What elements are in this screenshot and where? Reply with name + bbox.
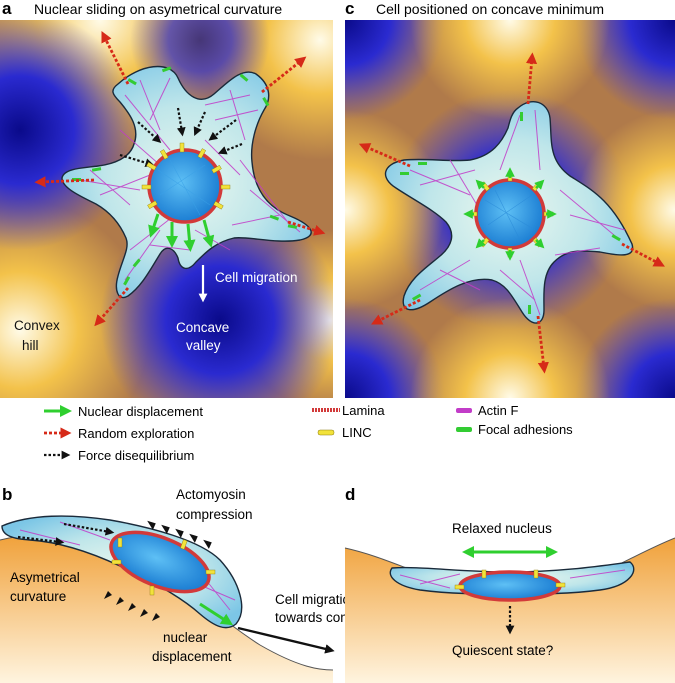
legend-focal: Focal adhesions xyxy=(478,422,573,437)
legend-nuclear-displacement: Nuclear displacement xyxy=(78,404,203,419)
quiescent-label: Quiescent state? xyxy=(452,643,553,658)
panel-d-letter: d xyxy=(345,485,355,504)
panel-c-title: Cell positioned on concave minimum xyxy=(376,1,604,17)
nucleus-d xyxy=(458,570,562,602)
legend-actin: Actin F xyxy=(478,403,519,418)
panel-a: a Nuclear sliding on asymetrical curvatu… xyxy=(0,0,333,398)
concave-label-1: Concave xyxy=(176,320,229,335)
balanced-green-arrows-c xyxy=(463,167,557,261)
panel-a-letter: a xyxy=(2,0,12,18)
actomyosin-label-1: Actomyosin xyxy=(176,487,246,502)
legend-linc: LINC xyxy=(342,425,372,440)
linc-a xyxy=(141,142,231,210)
nucleus-b xyxy=(109,530,211,594)
nuclear-displacement-arrows-a xyxy=(148,213,215,252)
panel-b-letter: b xyxy=(2,485,12,504)
panel-b: b Actomyosin compression xyxy=(0,485,376,683)
asym-label-2: curvature xyxy=(10,589,66,604)
concave-label-2: valley xyxy=(186,338,221,353)
nuclear-label-2: displacement xyxy=(152,649,232,664)
legend-lamina: Lamina xyxy=(342,403,385,418)
legend-random-exploration: Random exploration xyxy=(78,426,194,441)
panel-c-letter: c xyxy=(345,0,354,18)
actomyosin-label-2: compression xyxy=(176,507,253,522)
compression-arrowheads-top xyxy=(147,520,212,549)
migration-arrow-b xyxy=(237,626,335,654)
legend-linc-swatch xyxy=(317,429,335,436)
nucleus-a xyxy=(147,148,223,224)
legend: Nuclear displacement Random exploration … xyxy=(44,403,573,463)
force-arrows-a xyxy=(119,107,243,167)
green-arrow-b xyxy=(199,602,234,626)
exploration-arrows-a xyxy=(34,30,326,327)
panel-a-title: Nuclear sliding on asymetrical curvature xyxy=(34,1,282,17)
compression-arrowheads-bottom xyxy=(104,591,160,621)
legend-force-disequilibrium: Force disequilibrium xyxy=(78,448,194,463)
panel-d: d Relaxed nucleus Quiescent state? xyxy=(344,485,675,683)
focal-adhesions-c xyxy=(400,112,621,314)
nuclear-label-1: nuclear xyxy=(163,630,208,645)
migration-label-b-1: Cell migration xyxy=(275,592,358,607)
cell-migration-label-a: Cell migration xyxy=(215,270,298,285)
cell-c xyxy=(384,100,634,324)
legend-focal-swatch xyxy=(456,427,472,432)
exploration-arrows-c xyxy=(358,52,665,374)
asym-label-1: Asymetrical xyxy=(10,570,80,585)
relaxed-label: Relaxed nucleus xyxy=(452,521,552,536)
legend-actin-swatch xyxy=(456,408,472,413)
cell-a xyxy=(61,65,312,299)
panel-c: c Cell positioned on concave minimum xyxy=(345,0,675,398)
actin-c xyxy=(409,109,626,316)
convex-label-1: Convex xyxy=(14,318,60,333)
substrate-b xyxy=(0,535,333,683)
convex-label-2: hill xyxy=(22,338,39,353)
